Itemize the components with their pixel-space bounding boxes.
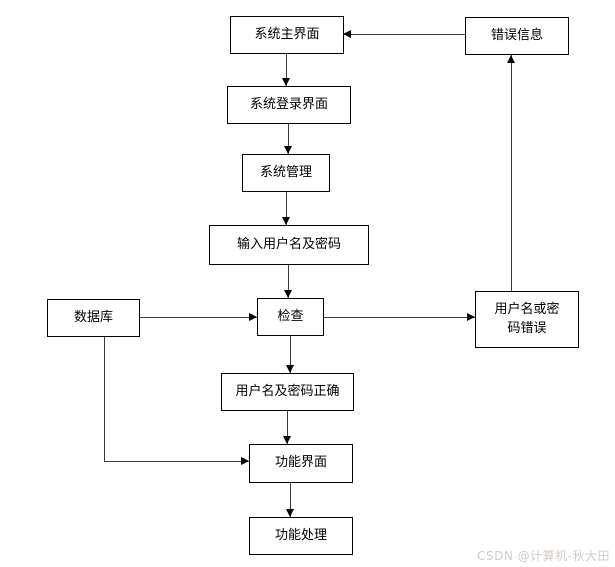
node-function-processing: 功能处理 — [249, 517, 353, 555]
arrowhead-down-icon — [283, 436, 291, 444]
node-label: 检查 — [277, 308, 304, 324]
connector-funcui-to-funcproc — [290, 483, 291, 517]
arrowhead-right-icon — [241, 457, 249, 465]
arrowhead-right-icon — [467, 313, 475, 321]
connector-input-to-check — [288, 265, 289, 298]
node-label: 用户名及密码正确 — [235, 383, 340, 399]
node-label: 错误信息 — [490, 27, 543, 43]
arrowhead-down-icon — [282, 217, 290, 225]
connector-check-to-wrong — [324, 317, 475, 318]
node-database: 数据库 — [47, 299, 140, 337]
arrowhead-right-icon — [249, 313, 257, 321]
node-check: 检查 — [257, 298, 324, 336]
connector-database-to-funcui — [104, 461, 249, 462]
node-correct-credentials: 用户名及密码正确 — [221, 373, 354, 411]
csdn-watermark: CSDN @计算机-秋大田 — [477, 549, 610, 563]
arrowhead-down-icon — [286, 365, 294, 373]
connector-main-to-login — [286, 54, 287, 86]
connector-correct-to-funcui — [287, 411, 288, 444]
arrowhead-down-icon — [284, 146, 292, 154]
connector-login-to-sysmgmt — [288, 124, 289, 154]
node-main-interface: 系统主界面 — [230, 16, 344, 54]
node-label: 功能处理 — [274, 527, 327, 543]
arrowhead-down-icon — [286, 509, 294, 517]
connector-error-to-main — [343, 34, 465, 35]
node-label: 功能界面 — [274, 455, 327, 471]
connector-database-to-check — [140, 317, 257, 318]
node-function-interface: 功能界面 — [249, 444, 353, 483]
arrowhead-up-icon — [507, 55, 515, 63]
node-label: 数据库 — [73, 309, 113, 325]
node-input-credentials: 输入用户名及密码 — [209, 225, 369, 265]
connector-check-to-correct — [290, 336, 291, 373]
arrowhead-left-icon — [343, 30, 351, 38]
node-error-info: 错误信息 — [465, 17, 569, 55]
arrowhead-down-icon — [282, 78, 290, 86]
connector-sysmgmt-to-input — [286, 192, 287, 225]
connector-wrong-to-error — [511, 55, 512, 291]
node-wrong-credentials: 用户名或密 码错误 — [475, 291, 579, 348]
node-system-management: 系统管理 — [242, 154, 330, 192]
node-label: 系统登录界面 — [249, 96, 328, 112]
connector-database-down — [104, 337, 105, 462]
node-label: 输入用户名及密码 — [236, 236, 341, 252]
node-label: 用户名或密 码错误 — [494, 302, 560, 336]
node-label: 系统管理 — [259, 164, 312, 180]
node-login-interface: 系统登录界面 — [227, 86, 351, 124]
node-label: 系统主界面 — [254, 26, 320, 42]
arrowhead-down-icon — [284, 290, 292, 298]
